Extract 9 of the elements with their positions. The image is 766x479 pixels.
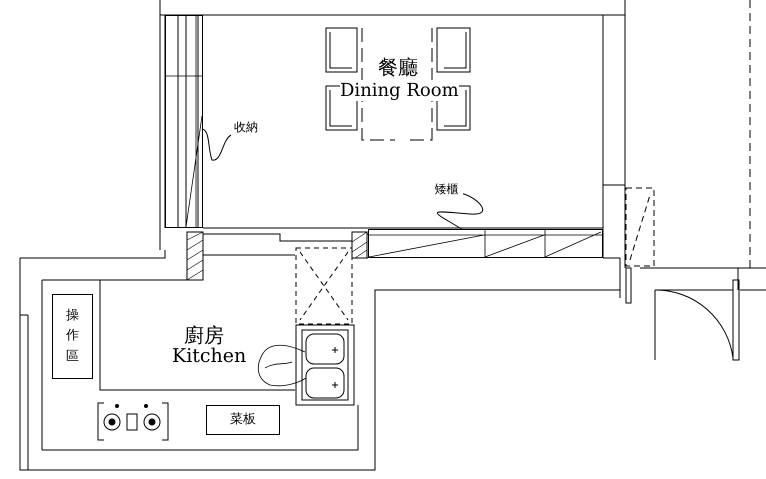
work-area-box: 操作區 — [52, 294, 93, 379]
callout-label: 收納 — [231, 118, 261, 136]
leader-line — [436, 193, 484, 230]
low-cabinet — [368, 229, 603, 258]
leader-line — [202, 128, 232, 161]
room-label: Dining Room — [340, 80, 459, 101]
storage-cabinet — [165, 15, 203, 228]
cutting-board-box: 菜板 — [206, 405, 280, 435]
callout-label: 矮櫃 — [430, 180, 463, 198]
